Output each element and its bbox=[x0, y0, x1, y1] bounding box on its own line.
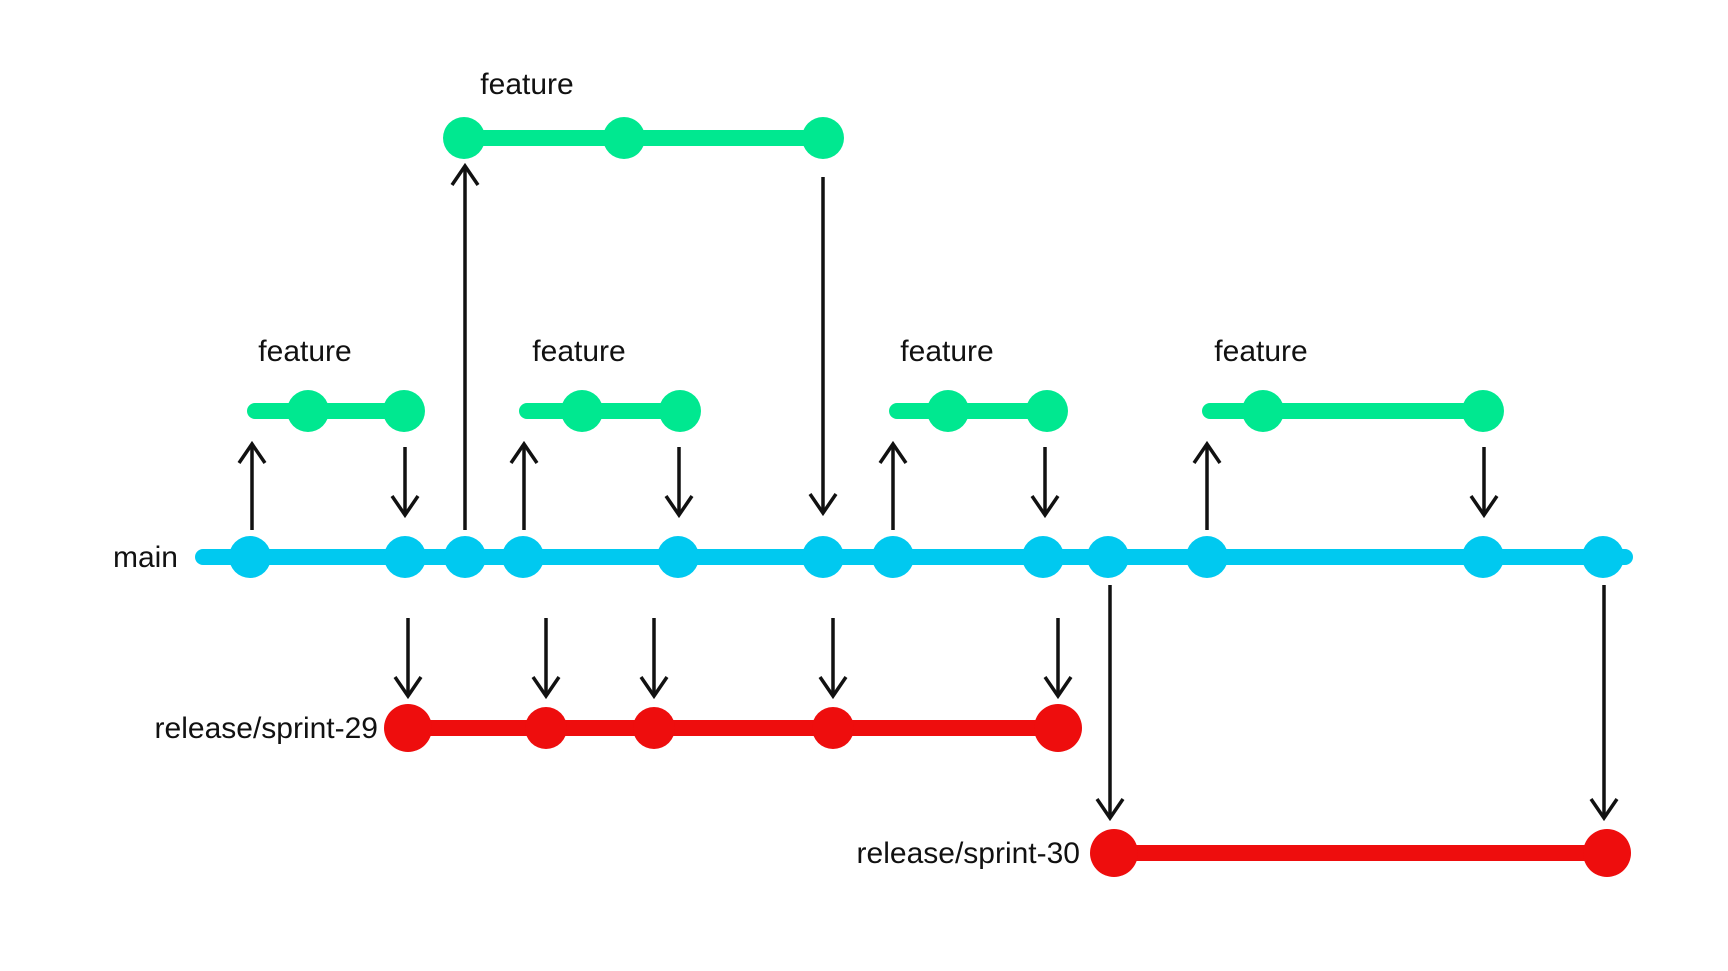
commit-dot-main-3 bbox=[444, 536, 486, 578]
commit-dot-feature-2-1 bbox=[561, 390, 603, 432]
main-to-release-30-start-arrowhead-down-icon bbox=[1095, 798, 1125, 822]
commit-dot-feature-3-2 bbox=[1026, 390, 1068, 432]
branch-main-to-feature-1-arrowhead-up-icon bbox=[237, 440, 267, 464]
merge-feature-1-to-main-arrow bbox=[390, 447, 420, 519]
branch-release-sprint-29: release/sprint-29 bbox=[155, 704, 1082, 752]
branch-label-feature-3: feature bbox=[900, 335, 993, 368]
commit-dot-release-sprint-29-4 bbox=[812, 707, 854, 749]
branch-label-release-sprint-30: release/sprint-30 bbox=[857, 837, 1080, 870]
commit-dot-release-sprint-30-1 bbox=[1090, 829, 1138, 877]
commit-dot-main-4 bbox=[502, 536, 544, 578]
branch-main-to-feature-3-arrow bbox=[878, 440, 908, 530]
branch-feature-top: feature bbox=[443, 68, 844, 159]
main-to-release-29-commit-2-arrow bbox=[531, 618, 561, 700]
commit-dot-main-12 bbox=[1582, 536, 1624, 578]
branch-feature-2: feature bbox=[519, 335, 701, 432]
branch-main: main bbox=[113, 536, 1633, 578]
merge-feature-top-to-main-arrow bbox=[808, 177, 838, 517]
branch-label-feature-4: feature bbox=[1214, 335, 1307, 368]
merge-feature-4-to-main-arrowhead-down-icon bbox=[1469, 495, 1499, 519]
commit-dot-feature-3-1 bbox=[927, 390, 969, 432]
commit-dot-release-sprint-29-2 bbox=[525, 707, 567, 749]
main-to-release-30-start-arrow bbox=[1095, 585, 1125, 822]
branch-main-to-feature-3-arrowhead-up-icon bbox=[878, 440, 908, 464]
commit-dot-main-6 bbox=[802, 536, 844, 578]
branch-main-to-feature-2-arrow bbox=[509, 440, 539, 530]
branch-feature-4: feature bbox=[1202, 335, 1504, 432]
main-to-release-29-commit-2-arrowhead-down-icon bbox=[531, 676, 561, 700]
commit-dot-feature-top-1 bbox=[443, 117, 485, 159]
merge-feature-2-to-main-arrow bbox=[664, 447, 694, 519]
commit-dot-release-sprint-29-1 bbox=[384, 704, 432, 752]
commit-dot-main-8 bbox=[1022, 536, 1064, 578]
commit-dot-main-1 bbox=[229, 536, 271, 578]
main-to-release-29-commit-1-arrowhead-down-icon bbox=[393, 676, 423, 700]
branch-label-feature-2: feature bbox=[532, 335, 625, 368]
branch-main-to-feature-4-arrowhead-up-icon bbox=[1192, 440, 1222, 464]
branch-label-main: main bbox=[113, 541, 178, 574]
commit-dot-release-sprint-29-5 bbox=[1034, 704, 1082, 752]
merge-feature-1-to-main-arrowhead-down-icon bbox=[390, 495, 420, 519]
main-to-release-29-commit-1-arrow bbox=[393, 618, 423, 700]
merge-feature-4-to-main-arrow bbox=[1469, 447, 1499, 519]
merge-feature-top-to-main-arrowhead-down-icon bbox=[808, 493, 838, 517]
commit-dot-main-9 bbox=[1087, 536, 1129, 578]
main-to-release-29-commit-5-arrowhead-down-icon bbox=[1043, 676, 1073, 700]
branch-main-to-feature-1-arrow bbox=[237, 440, 267, 530]
commit-dot-release-sprint-30-2 bbox=[1583, 829, 1631, 877]
branch-label-feature-top: feature bbox=[480, 68, 573, 101]
main-to-release-30-end-arrowhead-down-icon bbox=[1589, 798, 1619, 822]
main-to-release-29-commit-4-arrow bbox=[818, 618, 848, 700]
commit-dot-main-2 bbox=[384, 536, 426, 578]
commit-dot-main-11 bbox=[1462, 536, 1504, 578]
branch-main-to-feature-top-arrowhead-up-icon bbox=[450, 162, 480, 186]
branch-label-feature-1: feature bbox=[258, 335, 351, 368]
merge-feature-3-to-main-arrowhead-down-icon bbox=[1030, 495, 1060, 519]
main-to-release-29-commit-4-arrowhead-down-icon bbox=[818, 676, 848, 700]
commit-dot-release-sprint-29-3 bbox=[633, 707, 675, 749]
commit-dot-feature-4-1 bbox=[1242, 390, 1284, 432]
commit-dot-feature-top-2 bbox=[603, 117, 645, 159]
commit-dot-main-10 bbox=[1186, 536, 1228, 578]
branch-feature-3: feature bbox=[889, 335, 1068, 432]
main-to-release-29-commit-3-arrowhead-down-icon bbox=[639, 676, 669, 700]
commit-dot-main-7 bbox=[872, 536, 914, 578]
main-to-release-29-commit-5-arrow bbox=[1043, 618, 1073, 700]
branch-feature-1: feature bbox=[247, 335, 425, 432]
commit-dot-main-5 bbox=[657, 536, 699, 578]
branch-label-release-sprint-29: release/sprint-29 bbox=[155, 712, 378, 745]
main-to-release-29-commit-3-arrow bbox=[639, 618, 669, 700]
commit-dot-feature-top-3 bbox=[802, 117, 844, 159]
commit-dot-feature-4-2 bbox=[1462, 390, 1504, 432]
commit-dot-feature-2-2 bbox=[659, 390, 701, 432]
merge-feature-2-to-main-arrowhead-down-icon bbox=[664, 495, 694, 519]
branch-release-sprint-30: release/sprint-30 bbox=[857, 829, 1631, 877]
merge-feature-3-to-main-arrow bbox=[1030, 447, 1060, 519]
main-to-release-30-end-arrow bbox=[1589, 585, 1619, 822]
branch-main-to-feature-2-arrowhead-up-icon bbox=[509, 440, 539, 464]
branch-main-to-feature-4-arrow bbox=[1192, 440, 1222, 530]
branch-main-to-feature-top-arrow bbox=[450, 162, 480, 530]
commit-dot-feature-1-1 bbox=[287, 390, 329, 432]
commit-dot-feature-1-2 bbox=[383, 390, 425, 432]
